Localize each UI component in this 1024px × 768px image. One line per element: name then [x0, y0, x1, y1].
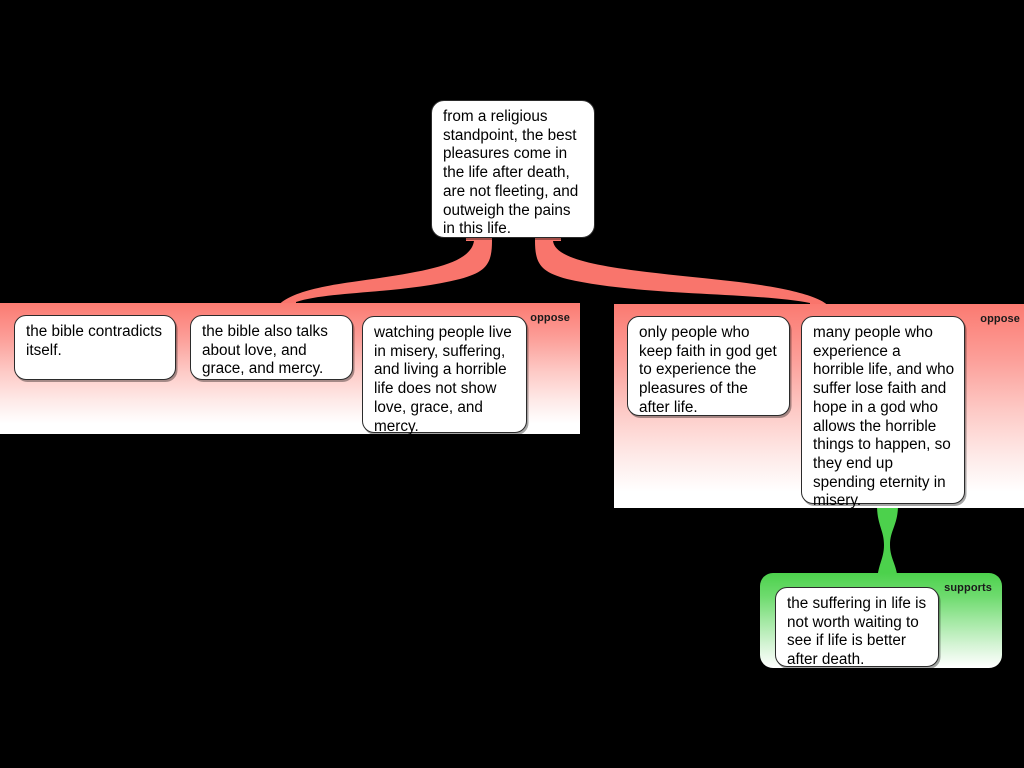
supports-relation-label: supports — [944, 582, 992, 594]
claim-misery-not-love[interactable]: watching people live in misery, sufferin… — [362, 316, 527, 435]
right-oppose-relation-label: oppose — [980, 313, 1020, 325]
root-claim-box[interactable]: from a religious standpoint, the best pl… — [431, 100, 595, 238]
claim-suffering-not-worth[interactable]: the suffering in life is not worth waiti… — [775, 587, 939, 668]
claim-suffer-lose-faith[interactable]: many people who experience a horrible li… — [801, 316, 965, 509]
claim-only-faithful[interactable]: only people who keep faith in god get to… — [627, 316, 790, 416]
claim-bible-contradicts[interactable]: the bible contradicts itself. — [14, 315, 176, 380]
claim-bible-love-grace[interactable]: the bible also talks about love, and gra… — [190, 315, 353, 380]
left-oppose-relation-label: oppose — [530, 312, 570, 324]
connector-root-to-left-oppose — [276, 241, 492, 312]
